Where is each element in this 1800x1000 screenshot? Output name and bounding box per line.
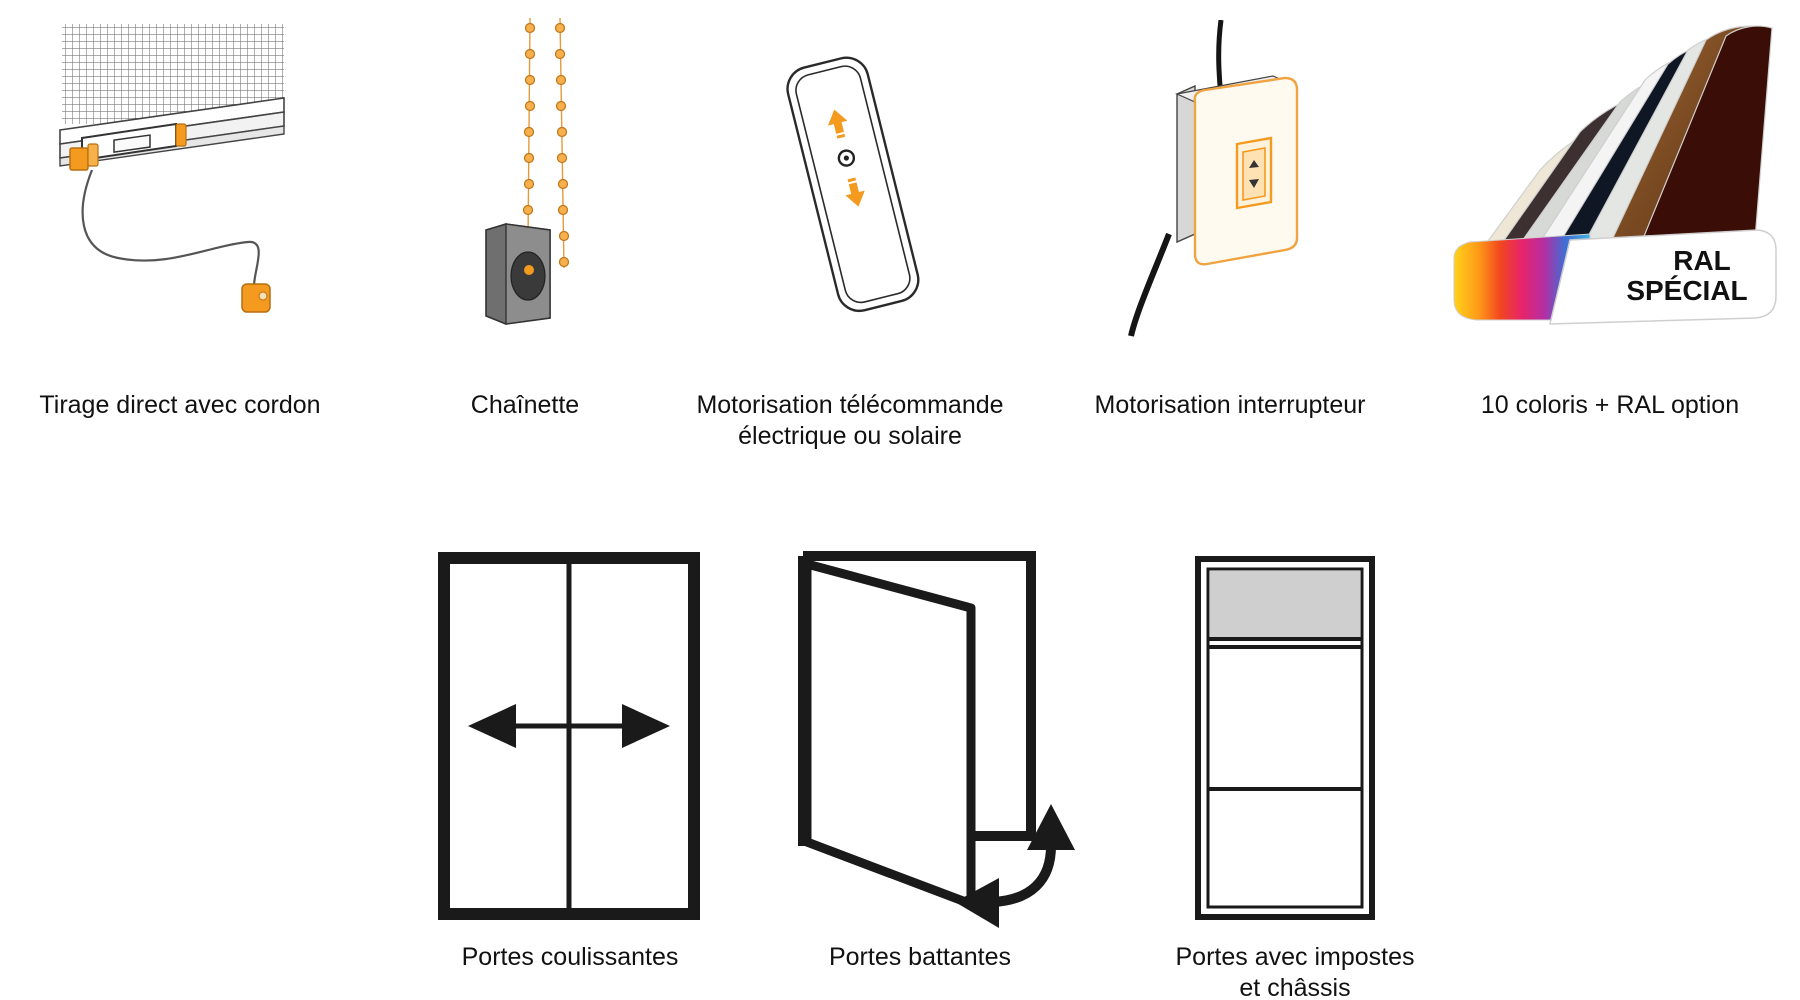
door-label: Portes avec impostes et châssis <box>1135 942 1455 1000</box>
wall-switch-icon <box>1128 20 1299 337</box>
sliding-door-icon <box>438 552 700 920</box>
cord-pull-icon <box>59 24 285 313</box>
feature-label: Chaînette <box>470 391 580 419</box>
bead-chain-icon <box>485 18 570 325</box>
color-swatch-fan-icon: RAL SPÉCIAL <box>1453 25 1777 325</box>
remote-control-icon <box>786 56 920 313</box>
ral-badge-line: SPÉCIAL <box>1626 275 1747 306</box>
door-label: Portes battantes <box>828 943 1012 971</box>
feature-label-line: électrique ou solaire <box>738 422 962 450</box>
feature-label: Tirage direct avec cordon <box>39 391 321 419</box>
feature-label: 10 coloris + RAL option <box>1480 391 1740 419</box>
feature-label: Motorisation télécommande électrique ou … <box>680 390 1020 452</box>
feature-label: Motorisation interrupteur <box>1094 391 1366 419</box>
door-label-line: Portes avec impostes <box>1175 943 1415 971</box>
transom-door-icon <box>1195 556 1375 920</box>
door-label-line: et châssis <box>1239 974 1351 1000</box>
ral-badge-line: RAL <box>1673 245 1731 276</box>
door-label: Portes coulissantes <box>461 943 679 971</box>
feature-label-line: Motorisation télécommande <box>696 391 1004 419</box>
hinged-door-icon <box>798 551 1075 928</box>
